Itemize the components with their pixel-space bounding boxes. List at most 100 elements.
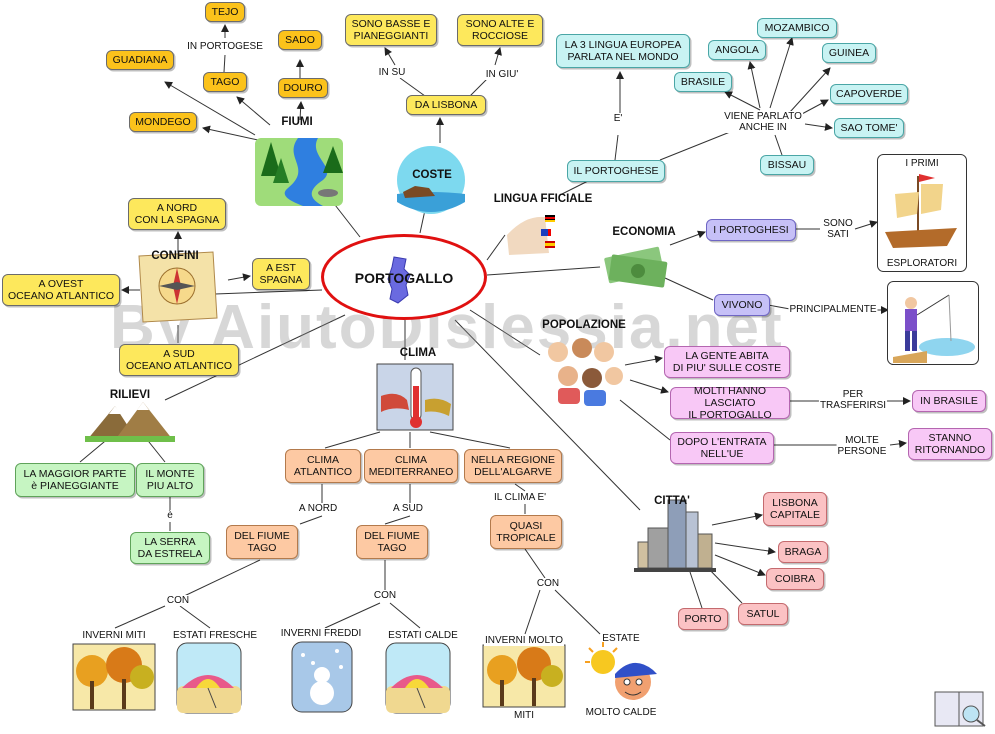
book-logo-icon [934, 691, 986, 727]
node-porto[interactable]: PORTO [678, 608, 728, 630]
autumn-trees-picture [482, 644, 566, 708]
label-per-trasferirsi: PER TRASFERIRSI [818, 389, 888, 411]
people-picture [548, 338, 623, 406]
node-mozambico[interactable]: MOZAMBICO [757, 18, 837, 38]
node-satul[interactable]: SATUL [738, 603, 788, 625]
title-popolazione: POPOLAZIONE [542, 319, 626, 331]
label-con-algarve: CON [535, 578, 561, 589]
label-estati-fresche: ESTATI FRESCHE [171, 630, 259, 641]
node-fiume-tago-nord[interactable]: DEL FIUME TAGO [226, 525, 298, 559]
node-braga[interactable]: BRAGA [778, 541, 828, 563]
snowman-picture [291, 641, 353, 713]
node-vivono[interactable]: VIVONO [714, 294, 770, 316]
label-estati-calde: ESTATI CALDE [387, 630, 459, 641]
node-confini-sud[interactable]: A SUD OCEANO ATLANTICO [119, 344, 239, 376]
node-il-portoghese[interactable]: IL PORTOGHESE [567, 160, 665, 182]
sun-face-picture [585, 642, 657, 700]
node-quasi-tropicale[interactable]: QUASI TROPICALE [490, 515, 562, 549]
title-fiumi: FIUMI [281, 116, 313, 128]
label-molte-persone: MOLTE PERSONE [836, 435, 888, 457]
center-node: PORTOGALLO [321, 234, 487, 320]
title-coste: COSTE [412, 169, 452, 181]
fishing-picture [887, 281, 979, 365]
node-coste-basse[interactable]: SONO BASSE E PIANEGGIANTI [345, 14, 437, 46]
node-i-portoghesi[interactable]: I PORTOGHESI [706, 219, 796, 241]
node-da-lisbona[interactable]: DA LISBONA [406, 95, 486, 115]
beach-umbrella-picture [385, 642, 451, 714]
money-picture [604, 246, 668, 288]
autumn-trees-picture [72, 643, 156, 711]
node-mondego[interactable]: MONDEGO [129, 112, 197, 132]
explorer-ship-picture [877, 154, 967, 272]
label-sono-stati: SONO SATI [822, 218, 854, 240]
node-sado[interactable]: SADO [278, 30, 322, 50]
mountains-picture [85, 402, 175, 442]
node-clima-atlantico[interactable]: CLIMA ATLANTICO [285, 449, 361, 483]
node-in-brasile[interactable]: IN BRASILE [912, 390, 986, 412]
label-in-giu: IN GIU' [484, 69, 520, 80]
label-viene-parlato: VIENE PARLATO ANCHE IN [723, 111, 803, 133]
node-serra-estrela[interactable]: LA SERRA DA ESTRELA [130, 532, 210, 564]
label-principalmente: PRINCIPALMENTE [788, 304, 878, 315]
thermometer-picture [376, 363, 454, 431]
node-clima-mediterraneo[interactable]: CLIMA MEDITERRANEO [364, 449, 458, 483]
label-a-sud: A SUD [391, 503, 425, 514]
node-ritornando[interactable]: STANNO RITORNANDO [908, 428, 992, 460]
label-molto-calde: MOLTO CALDE [585, 707, 657, 718]
node-lisbona[interactable]: LISBONA CAPITALE [763, 492, 827, 526]
compass-map-picture [138, 251, 218, 323]
node-coibra[interactable]: COIBRA [766, 568, 824, 590]
node-sao-tome[interactable]: SAO TOME' [834, 118, 904, 138]
coast-picture [397, 146, 465, 214]
label-il-clima-e: IL CLIMA E' [492, 492, 548, 503]
title-rilievi: RILIEVI [109, 389, 151, 401]
node-bissau[interactable]: BISSAU [760, 155, 814, 175]
node-capoverde[interactable]: CAPOVERDE [830, 84, 908, 104]
node-confini-est[interactable]: A EST SPAGNA [252, 258, 310, 290]
title-clima: CLIMA [399, 347, 437, 359]
label-esploratori: ESPLORATORI [886, 258, 958, 269]
node-pianeggiante[interactable]: LA MAGGIOR PARTE è PIANEGGIANTE [15, 463, 135, 497]
label-estate: ESTATE [602, 633, 640, 644]
node-tago[interactable]: TAGO [203, 72, 247, 92]
node-douro[interactable]: DOURO [278, 78, 328, 98]
label-inverni-miti: INVERNI MITI [81, 630, 147, 641]
portugal-map-icon [387, 256, 411, 304]
node-coste-alte[interactable]: SONO ALTE E ROCCIOSE [457, 14, 543, 46]
label-inverni-molto: INVERNI MOLTO [484, 635, 564, 646]
label-i-primi: I PRIMI [905, 158, 939, 169]
node-fiume-tago-sud[interactable]: DEL FIUME TAGO [356, 525, 428, 559]
node-gente-coste[interactable]: LA GENTE ABITA DI PIU' SULLE COSTE [664, 346, 790, 378]
label-e-rilievi: è [166, 510, 174, 521]
label-con-atlantico: CON [165, 595, 191, 606]
river-picture [255, 138, 343, 206]
node-tejo[interactable]: TEJO [205, 2, 245, 22]
label-e: E' [612, 113, 624, 124]
node-monte-alto[interactable]: IL MONTE PIU ALTO [136, 463, 204, 497]
node-lasciato[interactable]: MOLTI HANNO LASCIATO IL PORTOGALLO [670, 385, 790, 421]
node-confini-nord[interactable]: A NORD CON LA SPAGNA [128, 198, 226, 230]
title-citta: CITTA' [654, 495, 690, 507]
node-guinea[interactable]: GUINEA [822, 43, 876, 63]
city-picture [634, 499, 716, 572]
label-in-su: IN SU [377, 67, 407, 78]
label-miti: MITI [513, 710, 535, 721]
label-inverni-freddi: INVERNI FREDDI [279, 628, 363, 639]
node-brasile[interactable]: BRASILE [674, 72, 732, 92]
node-entrata-ue[interactable]: DOPO L'ENTRATA NELL'UE [670, 432, 774, 464]
node-terza-lingua[interactable]: LA 3 LINGUA EUROPEA PARLATA NEL MONDO [556, 34, 690, 68]
title-confini: CONFINI [151, 250, 199, 262]
label-a-nord: A NORD [297, 503, 339, 514]
node-guadiana[interactable]: GUADIANA [106, 50, 174, 70]
node-angola[interactable]: ANGOLA [708, 40, 766, 60]
flags-picture [507, 215, 555, 255]
label-in-portogese: IN PORTOGESE [186, 41, 264, 52]
node-algarve[interactable]: NELLA REGIONE DELL'ALGARVE [464, 449, 562, 483]
center-title: PORTOGALLO [354, 270, 454, 286]
title-economia: ECONOMIA [612, 226, 676, 238]
title-lingua: LINGUA FFICIALE [493, 193, 593, 205]
beach-umbrella-picture [176, 642, 242, 714]
node-confini-ovest[interactable]: A OVEST OCEANO ATLANTICO [2, 274, 120, 306]
label-con-mediterraneo: CON [372, 590, 398, 601]
